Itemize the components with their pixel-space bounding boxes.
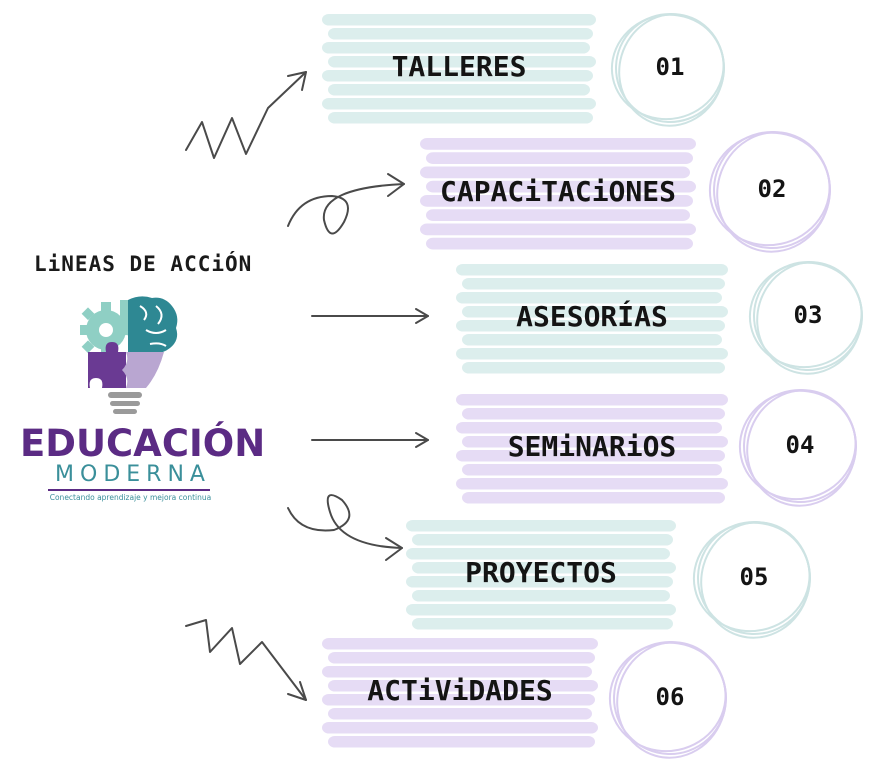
- brain-folds: [139, 305, 167, 347]
- band-stripe: [426, 209, 690, 221]
- band-stripe: [462, 408, 725, 420]
- connector-arrow: [185, 619, 307, 701]
- item-label: TALLERES: [391, 50, 527, 83]
- band-stripe: [426, 180, 696, 193]
- label-band: [420, 138, 696, 250]
- number-circle: [692, 521, 811, 639]
- band-stripe: [462, 436, 728, 448]
- number-circles: [608, 12, 863, 759]
- band-stripe: [420, 195, 693, 207]
- connector-arrow: [185, 71, 307, 159]
- number-circle: [748, 261, 863, 375]
- band-stripe: [328, 28, 593, 40]
- number-circle: [610, 12, 725, 127]
- band-stripe: [420, 223, 696, 236]
- brand-name: EDUCACIÓN: [20, 422, 266, 465]
- brand-divider: [48, 489, 210, 491]
- band-stripe: [322, 666, 592, 678]
- connector-arrow: [287, 173, 405, 235]
- band-stripe: [322, 42, 590, 54]
- band-stripe: [426, 237, 693, 250]
- band-stripe: [462, 334, 722, 346]
- item-label: ACTiViDADES: [367, 674, 553, 707]
- item-number: 04: [785, 431, 815, 459]
- band-stripe: [456, 422, 722, 434]
- band-stripe: [328, 736, 595, 748]
- brain-icon: [128, 296, 178, 354]
- number-circle: [708, 131, 831, 253]
- label-band: [322, 14, 596, 124]
- band-stripe: [328, 680, 598, 692]
- band-stripe: [406, 520, 676, 532]
- brand-subname: MODERNA: [55, 462, 211, 487]
- band-stripe: [456, 394, 728, 406]
- label-band: [456, 394, 728, 504]
- band-stripe: [462, 464, 722, 476]
- item-number: 06: [655, 683, 685, 711]
- puzzle-brain-lightbulb-icon: [80, 296, 178, 414]
- band-stripe: [406, 604, 676, 616]
- band-stripe: [412, 562, 676, 574]
- connector-arrow: [311, 308, 429, 324]
- band-stripe: [328, 56, 596, 68]
- number-circle: [608, 641, 727, 759]
- band-stripe: [456, 348, 728, 360]
- band-stripe: [322, 70, 593, 82]
- band-stripe: [328, 112, 593, 124]
- item-label: SEMiNARiOS: [507, 430, 677, 463]
- number-circle: [738, 389, 857, 507]
- gear-icon: [80, 302, 126, 358]
- band-stripe: [456, 478, 728, 490]
- band-stripe: [406, 548, 670, 560]
- connector-arrows: [185, 71, 429, 701]
- label-band: [456, 264, 728, 374]
- band-stripe: [456, 264, 728, 276]
- band-stripe: [412, 618, 673, 630]
- connector-arrow: [311, 432, 429, 448]
- item-number: 02: [757, 175, 787, 203]
- band-stripe: [420, 138, 696, 150]
- bulb-base-icon: [108, 392, 142, 414]
- band-stripe: [456, 292, 722, 304]
- band-stripe: [322, 638, 598, 650]
- band-stripe: [406, 576, 673, 588]
- band-stripe: [328, 652, 595, 664]
- band-stripe: [426, 152, 693, 164]
- item-label: PROYECTOS: [465, 556, 617, 589]
- band-stripe: [412, 590, 670, 602]
- band-stripe: [322, 722, 598, 734]
- item-number: 05: [739, 563, 769, 591]
- band-stripe: [322, 694, 595, 706]
- item-number: 01: [655, 53, 685, 81]
- item-label: CAPACiTACiONES: [439, 175, 676, 208]
- item-label: ASESORÍAS: [516, 300, 668, 333]
- band-stripe: [322, 98, 596, 110]
- connector-arrow: [287, 494, 403, 561]
- band-stripe: [328, 708, 592, 720]
- puzzle-piece-lavender: [122, 352, 164, 388]
- band-stripe: [412, 534, 673, 546]
- band-stripe: [456, 450, 725, 462]
- label-bands: [322, 14, 728, 748]
- brand-tagline: Conectando aprendizaje y mejora continua: [49, 493, 212, 502]
- band-stripe: [462, 306, 728, 318]
- band-stripe: [322, 14, 596, 26]
- band-stripe: [462, 362, 725, 374]
- section-heading: LiNEAS DE ACCiÓN: [34, 252, 253, 276]
- label-band: [322, 638, 598, 748]
- band-stripe: [328, 84, 590, 96]
- puzzle-piece-purple: [88, 342, 126, 388]
- item-number: 03: [793, 301, 823, 329]
- label-band: [406, 520, 676, 630]
- band-stripe: [420, 166, 690, 179]
- band-stripe: [456, 320, 725, 332]
- band-stripe: [462, 492, 725, 504]
- band-stripe: [462, 278, 725, 290]
